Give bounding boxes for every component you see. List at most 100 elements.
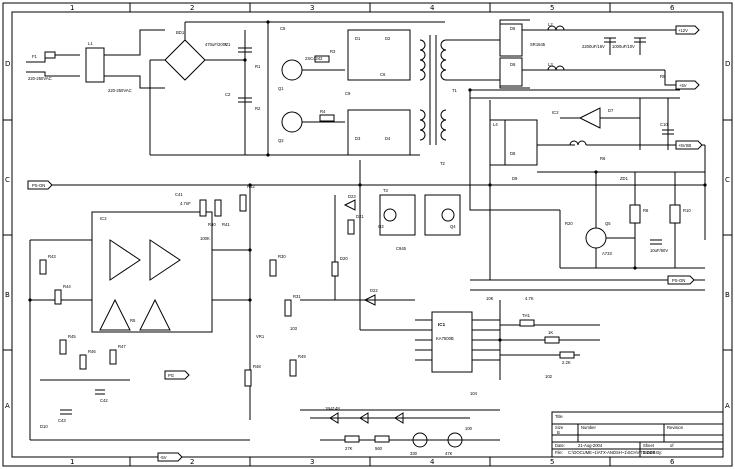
label-l4: L4 [493,122,498,127]
label-r6: R6 [600,156,606,161]
label-c2: C2 [225,92,231,97]
value-d-1n4148: 1N4148 [325,406,340,411]
label-r30: R30 [278,254,286,259]
value-c1: 470uF/200V [205,42,228,47]
label-l3: L3 [548,62,553,67]
value-r-330: 330 [410,451,418,456]
title-block: Title Size B Number Revision Date: 21-Au… [551,411,724,458]
value-c-1000: 1000uF/10V [612,44,635,49]
label-r45: R45 [68,334,76,339]
value-ic1: KA7500B [436,336,454,341]
label-r2: R2 [255,106,261,111]
col-label-6-bottom: 6 [670,458,675,466]
label-d22: D22 [370,288,378,293]
row-label-a: A [5,402,10,410]
date-label: Date: [555,443,565,448]
label-d2: D2 [385,36,391,41]
file-value: C:\DOCUME~1\ATX-ANDSH~1\SCH\ATX.DDB [568,450,656,455]
value-c-2200: 2200uF/16V [582,44,605,49]
label-r43: R43 [48,254,56,259]
net-ac-in: 220-250VAC [28,76,52,81]
label-t1: T1 [452,88,458,93]
col-label-4: 4 [430,4,435,12]
col-label-6: 6 [670,4,675,12]
label-c1: C1 [225,42,231,47]
value-c-4n7: 4.7nF [180,201,191,206]
label-ic2: IC2 [552,110,559,115]
net-plus5v: +5V [679,83,687,88]
label-r3: R3 [330,49,336,54]
net-ac-in2: 220-250VAC [108,88,132,93]
label-d6: D6 [510,62,516,67]
col-label-5: 5 [550,4,554,12]
label-d21: D21 [356,214,364,219]
label-zd1: ZD1 [620,176,629,181]
label-q2: Q2 [278,138,284,143]
net-ports: +12V +5V PS-ON PS-ON PG -5V +5VSB F1 220… [27,25,703,462]
label-d7: D7 [608,108,614,113]
col-label-5-bottom: 5 [550,458,554,466]
value-c-103: 103 [290,326,298,331]
label-r46: R46 [88,349,96,354]
component-labels: BD1 L1 C1 C2 470uF/200V R1 R2 C5 Q1 Q2 2… [40,22,691,456]
label-d5: D5 [510,26,516,31]
label-d23: D23 [348,194,356,199]
col-label-4-bottom: 4 [430,458,435,466]
label-c10: C10 [660,122,668,127]
label-r5: R5 [660,74,666,79]
label-ic2-block: IC2 [100,216,107,221]
label-r4: R4 [320,109,326,114]
value-r-1k: 1K [548,330,553,335]
value-q1: 2SC4242 [305,56,323,61]
row-label-d-right: D [725,60,730,68]
net-fuse: F1 [32,54,38,59]
value-c-104: 104 [470,391,478,396]
value-r-27k: 27K [345,446,353,451]
label-th1: TH1 [522,313,531,318]
col-label-2-bottom: 2 [190,458,194,466]
label-q3: Q3 [378,224,384,229]
label-r8: R8 [643,208,649,213]
net-pg: PG [168,373,174,378]
value-ic2: R5 [130,318,136,323]
row-label-b-right: B [725,291,730,299]
label-ic1: IC1 [438,322,446,327]
row-label-c-right: C [725,176,730,184]
label-d4: D4 [385,136,391,141]
label-r41: R41 [222,222,230,227]
label-q5: Q5 [605,221,611,226]
value-r-560: 560 [375,446,383,451]
label-r10: R10 [683,208,691,213]
label-r20: R20 [565,221,573,226]
drawn-label: Drawn By: [643,450,662,455]
size-value: B [557,430,560,435]
label-r40: R40 [208,222,216,227]
col-label-3: 3 [310,4,314,12]
col-label-3-bottom: 3 [310,458,314,466]
label-l1: L1 [88,41,93,46]
label-c5: C5 [280,26,286,31]
label-c43: C43 [58,418,66,423]
value-r-100k: 100K [200,236,210,241]
sheet-of: of [670,443,674,448]
label-r31: R31 [293,294,301,299]
label-q4: Q4 [450,224,456,229]
title-label: Title [555,414,563,419]
label-l2: L2 [548,22,553,27]
net-ps-on-right: PS-ON [672,278,685,283]
label-c9: C9 [345,91,351,96]
row-label-b: B [5,291,10,299]
col-label-1-bottom: 1 [70,458,74,466]
label-r48: R48 [253,364,261,369]
value-r-2k2: 2.2K [562,360,571,365]
col-label-1: 1 [70,4,74,12]
size-label: Size [555,425,564,430]
label-r1: R1 [255,64,261,69]
label-bd1: BD1 [176,30,185,35]
value-r-100: 100 [465,426,473,431]
label-t2: T2 [440,161,446,166]
net-plus12v: +12V [678,28,688,33]
label-c41: C41 [175,192,183,197]
